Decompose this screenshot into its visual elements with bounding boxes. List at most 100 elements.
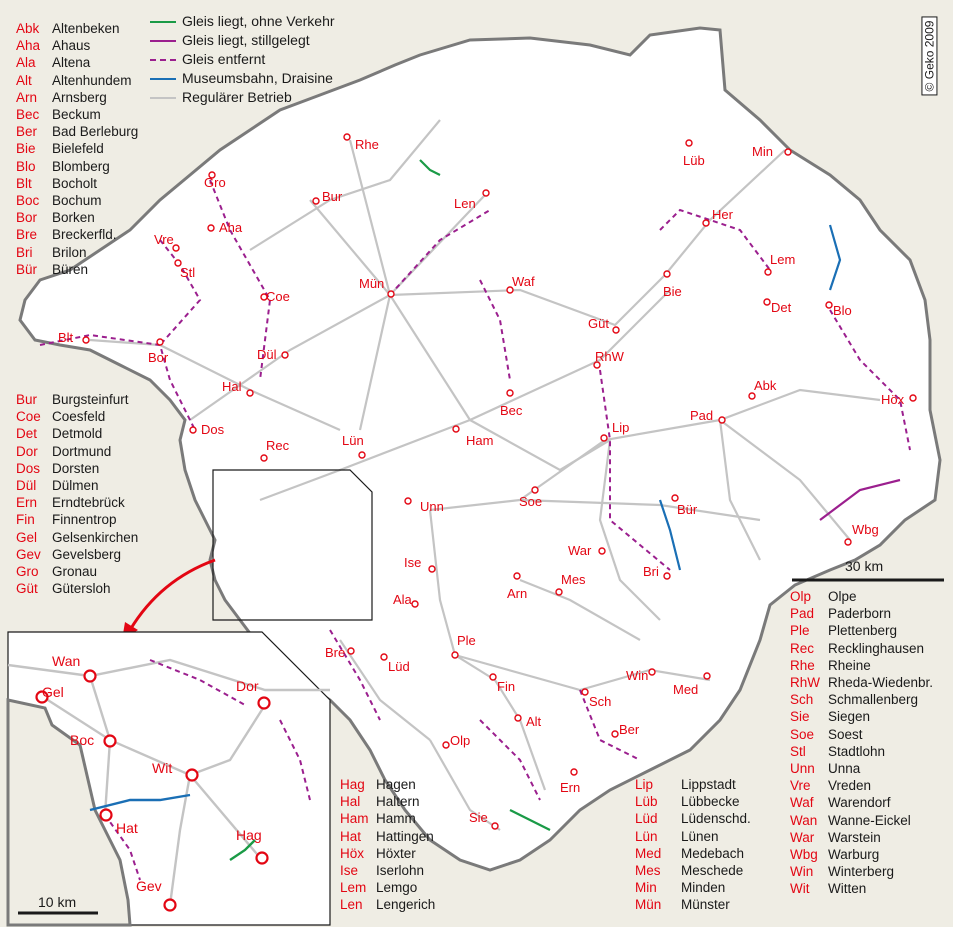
city-marker-abk <box>748 392 756 400</box>
abbreviation-code: Ala <box>16 55 36 71</box>
city-label-gro: Gro <box>204 175 226 190</box>
city-marker-coe <box>260 293 268 301</box>
city-marker-lüd <box>380 653 388 661</box>
city-marker-soe <box>531 486 539 494</box>
city-label-lün: Lün <box>342 433 364 448</box>
city-label-bor: Bor <box>148 350 169 365</box>
city-label-blt: Blt <box>58 330 74 345</box>
city-label-mün: Mün <box>359 276 384 291</box>
abbreviation-code: Güt <box>16 581 38 597</box>
abbreviation-name: Minden <box>681 880 726 896</box>
abbreviation-code: Sch <box>790 692 814 708</box>
city-marker-sie <box>491 822 499 830</box>
city-label-gel: Gel <box>42 684 64 700</box>
abbreviation-code: Gro <box>16 564 39 580</box>
city-marker-lip <box>600 434 608 442</box>
abbreviation-code: Gev <box>16 546 41 562</box>
abbreviation-code: Blt <box>16 175 32 191</box>
city-label-güt: Güt <box>588 316 609 331</box>
abbreviation-code: Arn <box>16 89 38 105</box>
city-label-hal: Hal <box>222 379 242 394</box>
legend-label: Gleis liegt, ohne Verkehr <box>182 13 335 29</box>
abbreviation-name: Breckerfld. <box>52 227 117 243</box>
legend-item: Gleis liegt, ohne Verkehr <box>150 12 335 31</box>
abbreviation-code: Bri <box>16 244 33 260</box>
abbreviation-name: Dülmen <box>52 478 99 494</box>
city-marker-bor <box>156 338 164 346</box>
abbreviation-name: Rheda-Wiedenbr. <box>828 675 934 691</box>
city-label-stl: Stl <box>180 265 195 280</box>
city-marker-gro <box>208 171 216 179</box>
city-marker-wit <box>185 768 199 782</box>
city-label-bie: Bie <box>663 284 682 299</box>
city-label-ple: Ple <box>457 633 476 648</box>
legend-label: Gleis entfernt <box>182 51 266 67</box>
abbreviation-name: Warburg <box>828 847 880 863</box>
city-marker-sch <box>581 688 589 696</box>
abbreviation-code: Med <box>635 845 662 861</box>
abbreviation-code: Coe <box>16 409 41 425</box>
city-label-dor: Dor <box>236 678 259 694</box>
abbreviation-code: Ber <box>16 124 38 140</box>
city-label-min: Min <box>752 144 773 159</box>
city-label-rhw: RhW <box>595 349 625 364</box>
inset-source-frame <box>212 469 373 621</box>
city-marker-hal <box>246 389 254 397</box>
abbreviation-name: Winterberg <box>828 864 895 880</box>
abbreviation-code: Soe <box>790 726 815 742</box>
city-marker-olp <box>442 741 450 749</box>
city-marker-bec <box>506 389 514 397</box>
abbreviation-code: Rhe <box>790 657 815 673</box>
city-marker-arn <box>513 572 521 580</box>
city-marker-vre <box>172 244 180 252</box>
abbreviation-name: Hagen <box>376 777 416 792</box>
abbreviation-name: Lüdenschd. <box>681 811 751 827</box>
city-marker-stl <box>174 259 182 267</box>
city-label-war: War <box>568 543 592 558</box>
abbreviation-name: Arnsberg <box>52 89 107 105</box>
city-marker-rhw <box>593 361 601 369</box>
abbreviation-code: Hat <box>340 828 362 844</box>
abbreviation-name: Beckum <box>52 107 101 123</box>
city-label-coe: Coe <box>266 289 290 304</box>
city-label-höx: Höx <box>881 392 905 407</box>
abbreviation-name: Borken <box>52 210 95 226</box>
abbreviation-name: Schmallenberg <box>828 692 919 708</box>
inset-arrow <box>128 558 216 631</box>
city-marker-bie <box>663 270 671 278</box>
main-scale-label: 30 km <box>845 558 884 574</box>
city-marker-ple <box>451 651 459 659</box>
city-label-len: Len <box>454 196 476 211</box>
legend-label: Museumsbahn, Draisine <box>182 70 333 86</box>
city-marker-min <box>784 148 792 156</box>
abbreviation-name: Detmold <box>52 426 103 442</box>
city-marker-ise <box>428 565 436 573</box>
abbreviation-name: Brilon <box>52 244 87 260</box>
city-label-sch: Sch <box>589 694 611 709</box>
city-label-boc: Boc <box>70 732 94 748</box>
abbreviation-code: Len <box>340 897 363 913</box>
abbreviation-name: Bochum <box>52 193 102 209</box>
city-marker-alt <box>514 714 522 722</box>
abbreviation-name: Warstein <box>828 829 881 845</box>
